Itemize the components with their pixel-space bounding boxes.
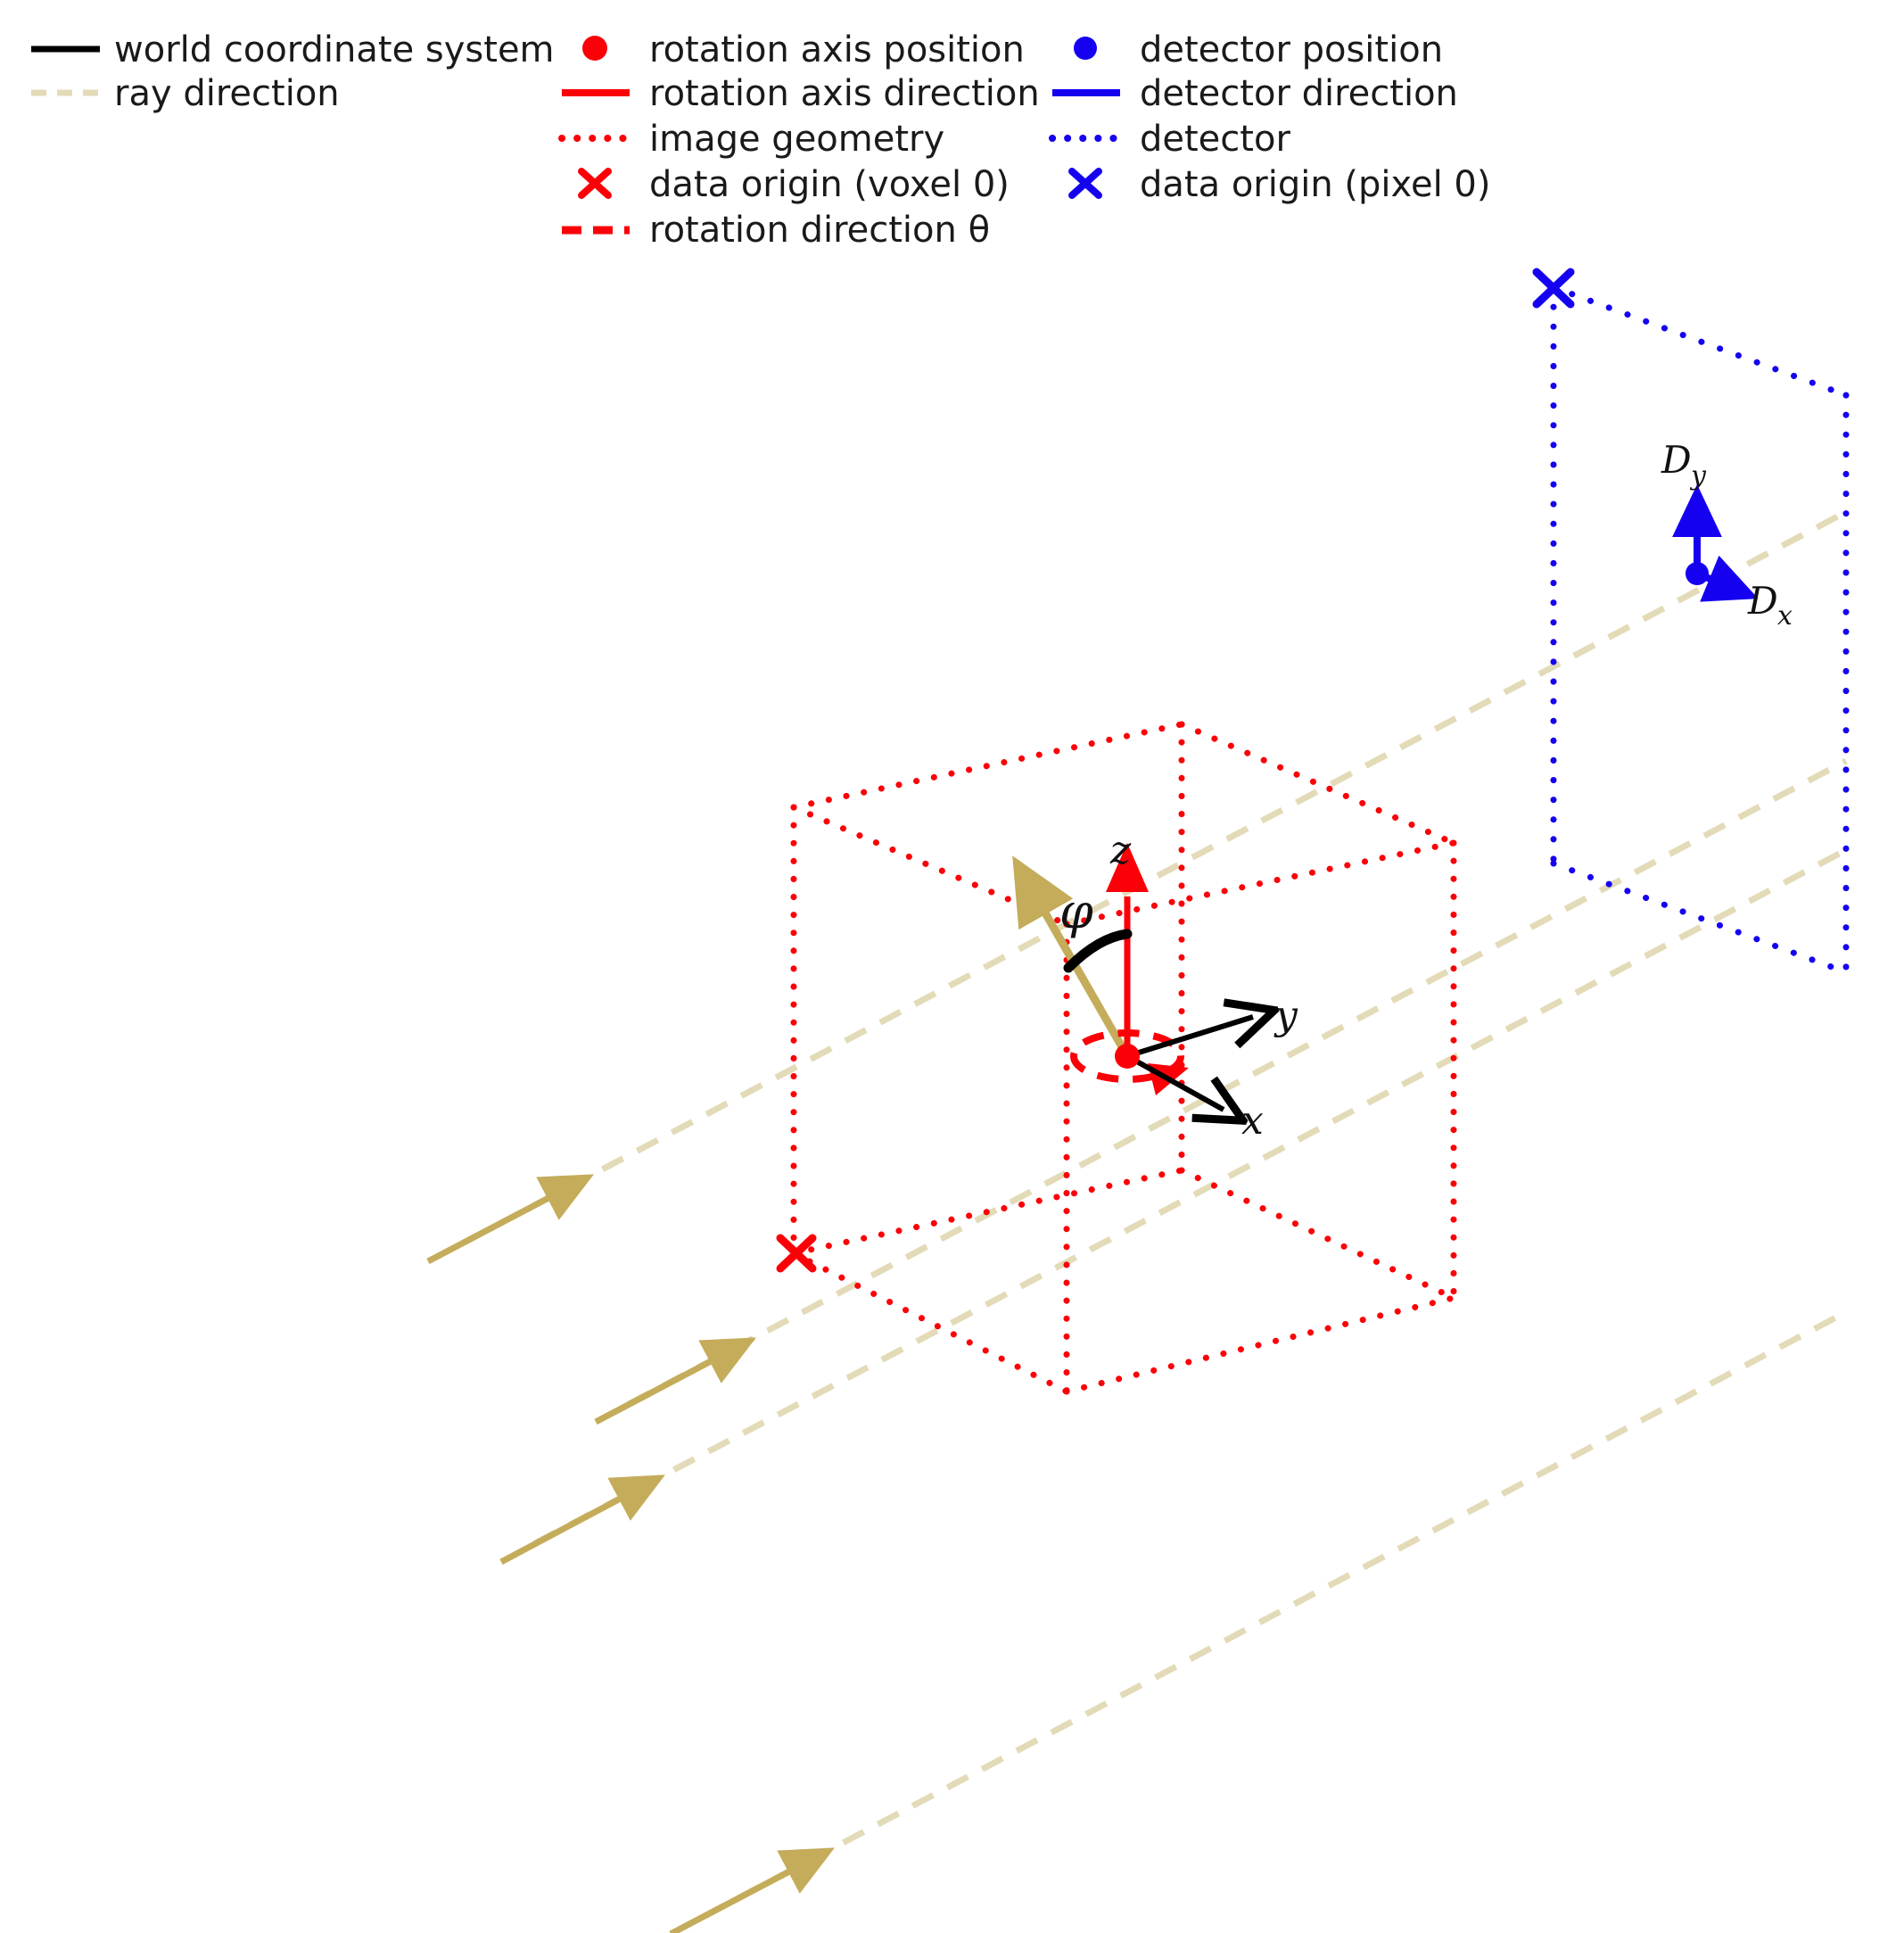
legend-label: detector direction — [1140, 73, 1458, 114]
legend-label: rotation direction θ — [649, 210, 990, 251]
legend-entry-image-geometry[interactable]: image geometry — [558, 119, 944, 160]
axis-x-label: x — [1241, 1098, 1264, 1144]
voxel-origin-marker — [776, 1234, 817, 1273]
svg-text:y: y — [1689, 460, 1707, 492]
axis-z-label: z — [1109, 828, 1132, 873]
dot-marker-icon — [1074, 37, 1097, 60]
legend-entry-world-coordinate-system[interactable]: world coordinate system — [31, 29, 555, 70]
legend-label: data origin (voxel 0) — [649, 164, 1010, 205]
ray-line-3 — [499, 847, 1848, 1565]
x-marker-icon — [1068, 168, 1102, 199]
ray-direction-group — [426, 508, 1848, 1933]
legend-entry-detector[interactable]: detector — [1049, 119, 1290, 160]
x-marker-icon — [578, 168, 612, 199]
legend-entry-rotation-direction[interactable]: rotation direction θ — [562, 210, 990, 251]
detector-direction-group — [1672, 484, 1759, 602]
rotation-axis-dot — [1115, 1044, 1140, 1069]
legend-label: detector position — [1140, 29, 1443, 70]
axis-y-arrow — [1126, 1017, 1253, 1059]
legend-entry-rotation-axis-direction[interactable]: rotation axis direction — [562, 73, 1040, 114]
legend-label: image geometry — [649, 119, 944, 160]
world-coordinate-system — [1125, 1017, 1253, 1110]
legend-label: rotation axis direction — [649, 73, 1040, 114]
legend-entry-detector-direction[interactable]: detector direction — [1052, 73, 1458, 114]
legend-label: rotation axis position — [649, 29, 1025, 70]
rotation-axis-direction — [1106, 843, 1149, 1056]
svg-text:D: D — [1747, 579, 1778, 623]
ray-through-origin — [1012, 855, 1131, 1059]
legend-entry-data-origin-pixel[interactable]: data origin (pixel 0) — [1068, 164, 1490, 205]
image-geometry-box[interactable] — [790, 721, 1457, 1395]
phi-angle-label: φ — [1059, 883, 1093, 939]
legend-entry-detector-position[interactable]: detector position — [1074, 29, 1443, 70]
detector-panel[interactable] — [1550, 284, 1850, 976]
ray-line-4 — [669, 1309, 1848, 1933]
legend-label: data origin (pixel 0) — [1140, 164, 1490, 205]
legend: world coordinate system ray direction ro… — [31, 29, 1490, 251]
legend-label: world coordinate system — [114, 29, 555, 70]
svg-text:D: D — [1661, 438, 1692, 482]
legend-column-rotation: rotation axis position rotation axis dir… — [558, 29, 1040, 251]
ray-line-1 — [426, 508, 1848, 1265]
legend-entry-data-origin-voxel[interactable]: data origin (voxel 0) — [578, 164, 1010, 205]
axis-x-arrow — [1125, 1053, 1224, 1110]
detector-axis-dx-label: D x — [1747, 579, 1793, 632]
detector-axis-dy-label: D y — [1661, 438, 1707, 492]
legend-entry-rotation-axis-position[interactable]: rotation axis position — [582, 29, 1025, 70]
svg-text:x: x — [1777, 600, 1793, 632]
pixel-origin-marker — [1532, 268, 1575, 309]
legend-label: detector — [1140, 119, 1290, 160]
legend-column-world: world coordinate system ray direction — [31, 29, 555, 114]
ray-line-2 — [594, 757, 1848, 1425]
axis-y-label: y — [1273, 993, 1298, 1038]
legend-entry-ray-direction[interactable]: ray direction — [31, 73, 340, 114]
detector-axis-dx-arrow — [1695, 555, 1759, 602]
legend-label: ray direction — [114, 73, 340, 114]
phi-angle — [1063, 929, 1133, 973]
dot-marker-icon — [582, 36, 607, 61]
legend-column-detector: detector position detector direction det… — [1049, 29, 1490, 205]
